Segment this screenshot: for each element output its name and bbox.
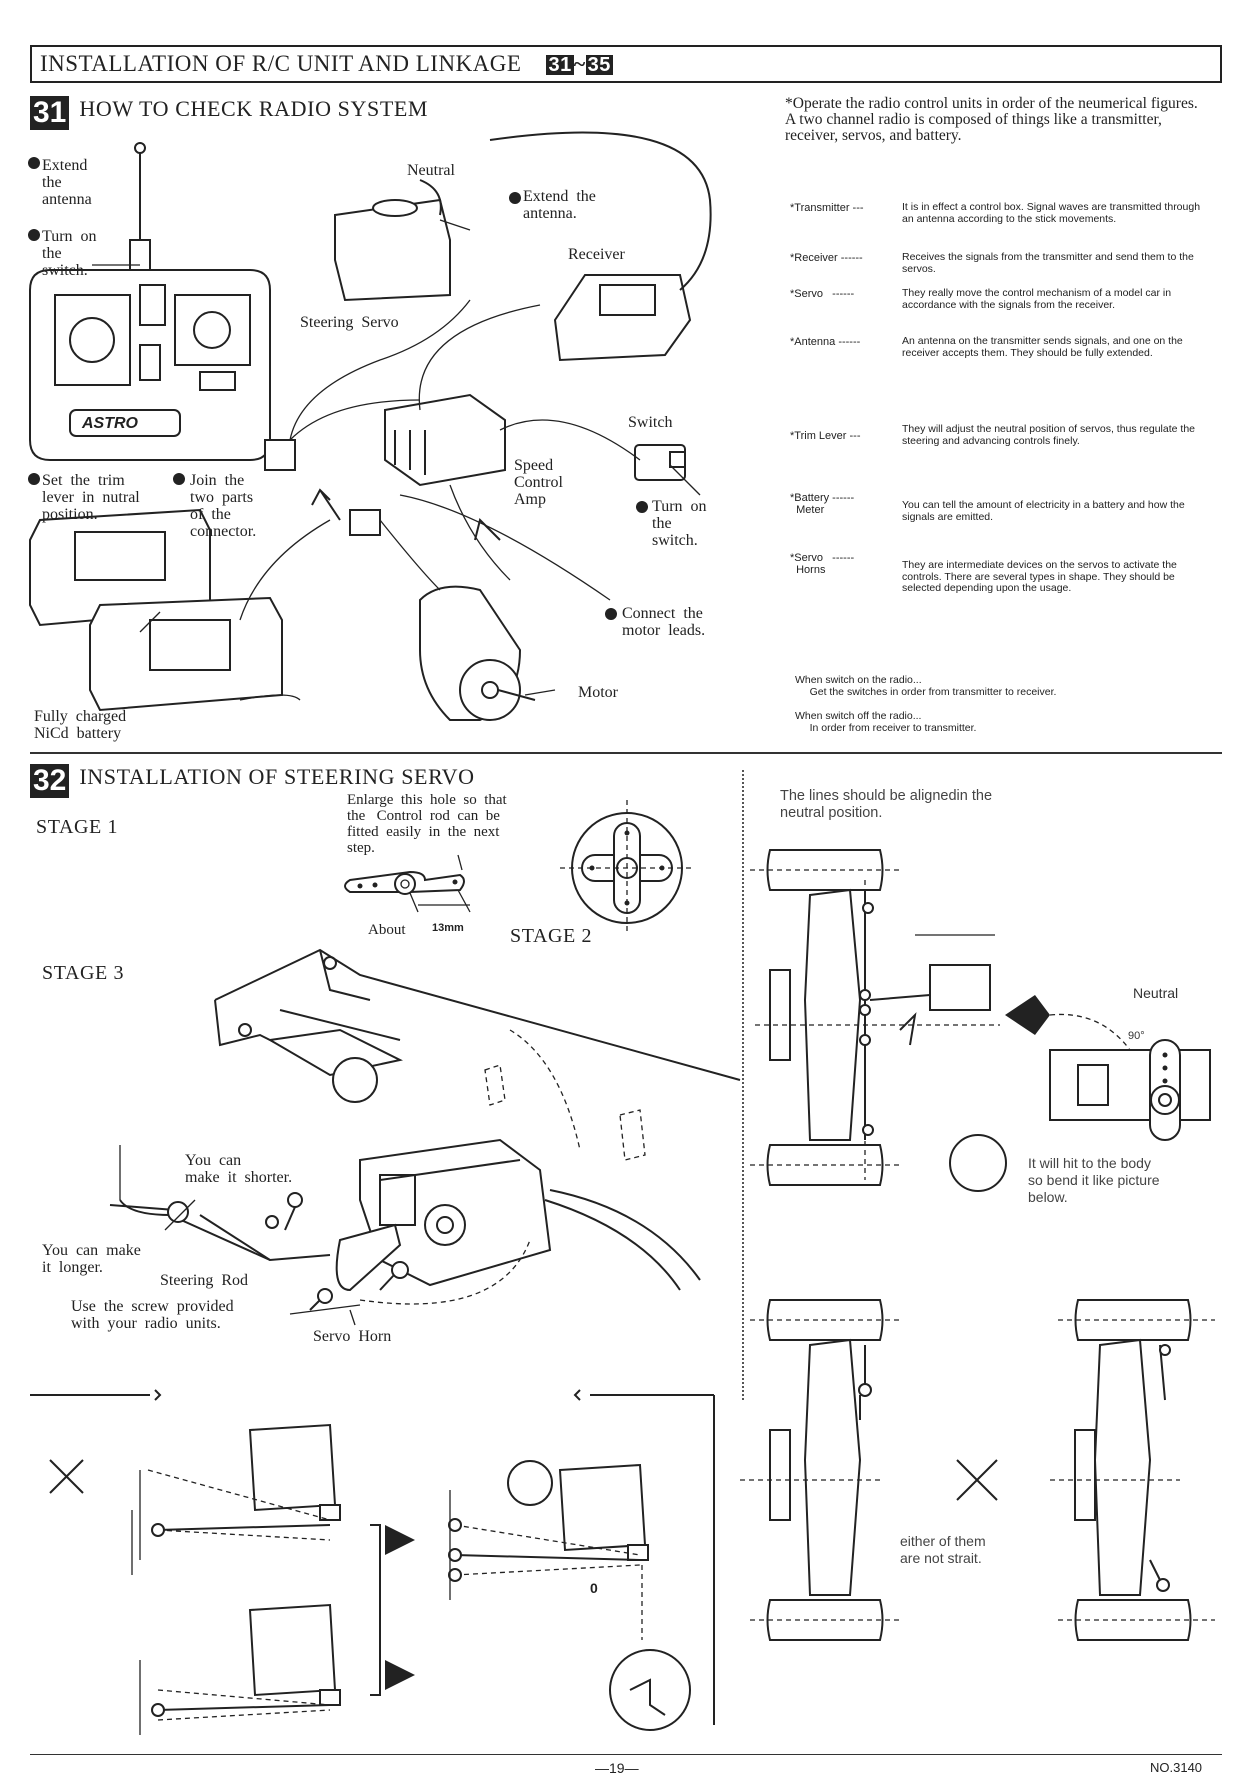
def-text-receiver: Receives the signals from the transmitte… — [902, 251, 1194, 275]
label-lines-aligned: The lines should be alignedin the neutra… — [780, 788, 993, 821]
def-text-antenna: An antenna on the transmitter sends sign… — [902, 335, 1183, 359]
label-join-connector: Join the two parts of the connector. — [190, 472, 257, 540]
wrong-cross-icon-right — [956, 1459, 998, 1501]
label-make-shorter: You can make it shorter. — [185, 1152, 293, 1186]
def-term-servo-horns: *Servo ------ Horns — [790, 552, 855, 576]
label-steering-rod: Steering Rod — [160, 1272, 248, 1289]
steering-servo-icon — [334, 179, 471, 302]
section-31-title: HOW TO CHECK RADIO SYSTEM — [79, 96, 429, 121]
label-servo-horn: Servo Horn — [313, 1328, 392, 1345]
def-term-receiver: *Receiver ------ — [790, 252, 863, 264]
header-title-text: INSTALLATION OF R/C UNIT AND LINKAGE — [40, 51, 522, 76]
def-text-servo-horns: They are intermediate devices on the ser… — [902, 559, 1177, 594]
wrong-cross-icon — [49, 1459, 84, 1494]
section-32-heading: 32 INSTALLATION OF STEERING SERVO — [30, 764, 475, 798]
label-speed-control: Speed Control Amp — [514, 457, 563, 508]
def-text-battery-meter: You can tell the amount of electricity i… — [902, 499, 1185, 523]
servo-horn-cross-icon — [560, 800, 695, 935]
connector-plug-icon — [349, 509, 381, 536]
label-zero: 0 — [590, 1580, 598, 1596]
label-connect-motor: Connect the motor leads. — [622, 605, 706, 639]
stage-3-illustration — [109, 948, 741, 1326]
def-term-transmitter: *Transmitter --- — [790, 202, 864, 214]
label-about: About — [368, 922, 406, 938]
def-term-antenna: *Antenna ------ — [790, 336, 861, 348]
def-text-servo: They really move the control mechanism o… — [902, 287, 1172, 311]
label-hit-body: It will hit to the body so bend it like … — [1028, 1155, 1160, 1205]
label-extend-antenna-tx: Extend the antenna — [42, 157, 92, 208]
label-angle: 90° — [1128, 1030, 1145, 1042]
range-end-badge: 35 — [585, 54, 613, 76]
label-not-strait: either of them are not strait. — [900, 1533, 986, 1566]
label-neutral-32: Neutral — [1133, 985, 1179, 1001]
label-switch: Switch — [628, 414, 673, 431]
horn-comparison-illustration — [30, 1389, 715, 1735]
document-number: NO.3140 — [1150, 1760, 1203, 1775]
servo-horn-stages-illustration — [344, 800, 695, 935]
connector-icon — [264, 439, 296, 471]
label-enlarge-hole: Enlarge this hole so that the Control ro… — [347, 792, 507, 856]
range-separator: ~ — [573, 51, 586, 76]
def-term-trim-lever: *Trim Lever --- — [790, 430, 861, 442]
label-extend-antenna-rx: Extend the antenna. — [523, 188, 596, 222]
stage-1-label: STAGE 1 — [36, 816, 119, 838]
page-number: —19— — [595, 1760, 639, 1776]
range-start-badge: 31 — [546, 54, 574, 76]
section-32-title: INSTALLATION OF STEERING SERVO — [79, 764, 475, 789]
label-battery: Fully charged NiCd battery — [34, 708, 127, 742]
column-divider — [742, 770, 744, 1400]
label-turn-on-switch-tx: Turn on the switch. — [42, 228, 97, 279]
step-markers — [28, 157, 648, 620]
label-neutral-31: Neutral — [407, 162, 455, 179]
label-make-longer: You can make it longer. — [42, 1242, 141, 1276]
section-divider — [30, 752, 1222, 754]
switch-off-note: When switch off the radio... In order fr… — [795, 710, 977, 734]
section-32-badge: 32 — [30, 764, 70, 798]
stage-2-label: STAGE 2 — [510, 925, 593, 947]
section-31-heading: 31 HOW TO CHECK RADIO SYSTEM — [30, 96, 428, 130]
battery-pack-icon — [29, 508, 301, 712]
screw-icon — [265, 1192, 409, 1311]
label-about-value: 13mm — [432, 922, 464, 934]
label-steering-servo: Steering Servo — [300, 314, 399, 331]
def-term-servo: *Servo ------ — [790, 288, 855, 300]
header-bar: INSTALLATION OF R/C UNIT AND LINKAGE 31~… — [30, 45, 1222, 83]
receiver-icon — [489, 131, 712, 362]
def-text-trim-lever: They will adjust the neutral position of… — [902, 423, 1195, 447]
speed-control-icon — [384, 393, 506, 487]
switch-icon — [634, 444, 701, 496]
radio-system-illustration — [28, 131, 712, 721]
def-term-battery-meter: *Battery ------ Meter — [790, 492, 855, 516]
switch-on-note: When switch on the radio... Get the swit… — [795, 674, 1057, 698]
label-motor: Motor — [578, 684, 618, 701]
header-title: INSTALLATION OF R/C UNIT AND LINKAGE 31~… — [40, 51, 613, 77]
section-31-badge: 31 — [30, 96, 70, 130]
astro-logo: ASTRO — [82, 415, 138, 432]
motor-icon — [419, 585, 536, 721]
label-use-screw: Use the screw provided with your radio u… — [71, 1298, 234, 1332]
label-set-trim: Set the trim lever in nutral position. — [42, 472, 140, 523]
stage-3-label: STAGE 3 — [42, 962, 125, 984]
label-turn-on-switch-rx: Turn on the switch. — [652, 498, 707, 549]
label-receiver: Receiver — [568, 246, 625, 263]
def-text-transmitter: It is in effect a control box. Signal wa… — [902, 201, 1201, 225]
transmitter-icon — [29, 142, 271, 461]
intro-text: *Operate the radio control units in orde… — [785, 95, 1198, 144]
footer-rule — [30, 1754, 1222, 1755]
servo-horn-icon — [344, 854, 471, 913]
